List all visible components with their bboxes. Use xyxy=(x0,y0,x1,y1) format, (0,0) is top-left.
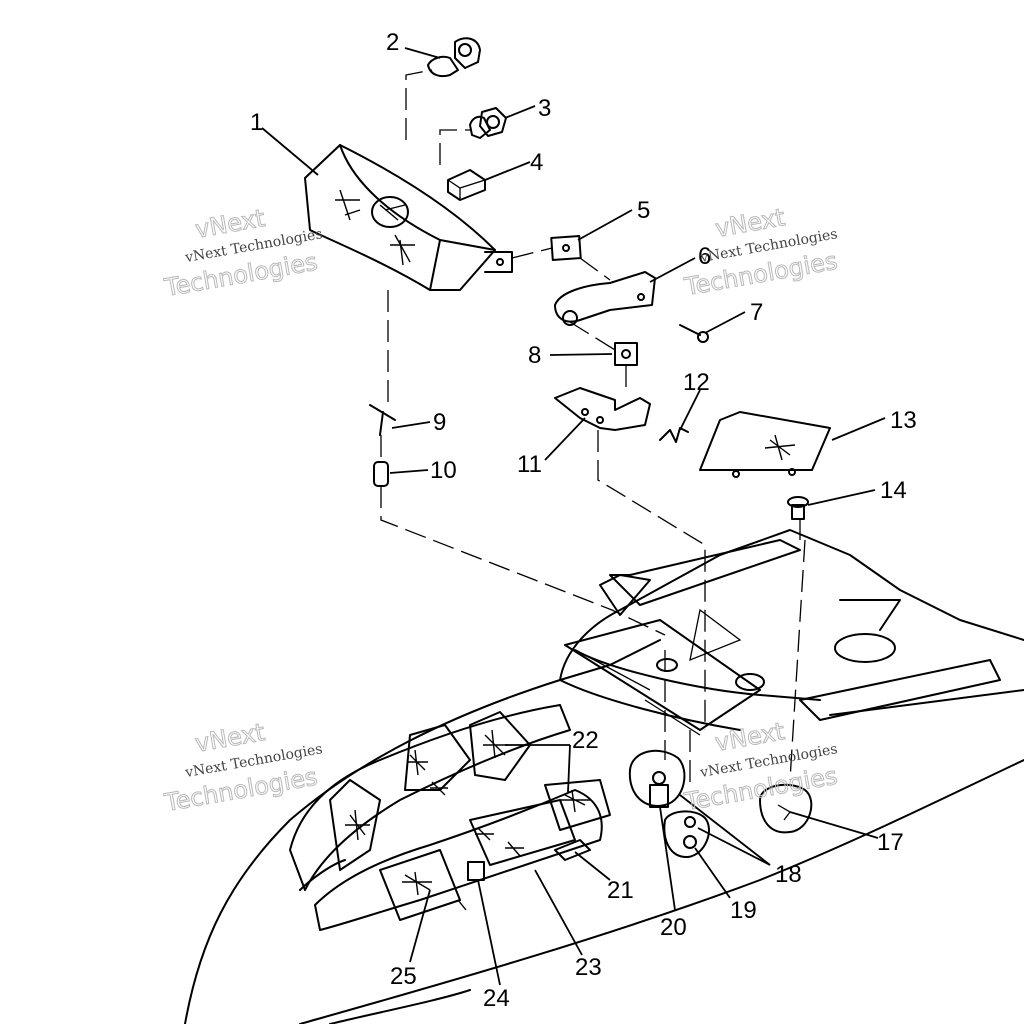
mount-plate-18 xyxy=(628,749,686,807)
watermark-top-left: vNext Technologies vNext Technologies xyxy=(161,204,323,303)
callout-13: 13 xyxy=(890,407,917,434)
callout-24: 24 xyxy=(483,985,510,1012)
watermark-bottom-right: vNext Technologies vNext Technologies xyxy=(681,717,840,817)
connector xyxy=(447,169,486,201)
fitting xyxy=(649,771,669,808)
callout-22: 22 xyxy=(572,727,599,754)
clip xyxy=(659,427,689,443)
lens xyxy=(699,411,831,478)
gasket xyxy=(550,235,582,261)
callout-11: 11 xyxy=(517,451,542,478)
callout-7: 7 xyxy=(750,299,763,326)
screw xyxy=(679,324,709,343)
assembly-lines xyxy=(380,69,806,790)
callout-14: 14 xyxy=(880,477,907,504)
callout-2: 2 xyxy=(386,29,399,56)
dash-markings xyxy=(345,729,590,911)
nut xyxy=(683,835,697,849)
mount-plate-17 xyxy=(759,783,813,834)
switch-24 xyxy=(467,861,485,881)
callout-21: 21 xyxy=(607,877,634,904)
callout-5: 5 xyxy=(637,197,650,224)
mounting-bracket xyxy=(554,271,656,326)
callout-9: 9 xyxy=(433,409,446,436)
grommet xyxy=(373,461,389,487)
callout-8: 8 xyxy=(528,342,541,369)
callout-10: 10 xyxy=(430,457,457,484)
callout-19: 19 xyxy=(730,897,757,924)
callout-23: 23 xyxy=(575,954,602,981)
callout-6: 6 xyxy=(698,243,711,270)
callout-18: 18 xyxy=(775,861,802,888)
callout-numbers: 1 2 3 4 5 6 7 8 9 10 11 12 13 14 17 18 1… xyxy=(250,29,917,1012)
watermark: vNext Technologies vNext Technologies vN… xyxy=(161,203,840,818)
callout-4: 4 xyxy=(530,149,543,176)
bulb xyxy=(469,107,507,139)
clip-21 xyxy=(554,839,591,861)
dash-console xyxy=(289,704,611,931)
headlight-housing xyxy=(304,144,513,291)
bolt xyxy=(787,496,809,520)
washer xyxy=(614,342,638,366)
hood-body xyxy=(184,529,1024,1024)
pin xyxy=(369,404,396,436)
support-bracket xyxy=(554,387,651,431)
bulb-socket xyxy=(427,37,481,78)
watermark-bottom-left: vNext Technologies vNext Technologies xyxy=(161,718,323,818)
callout-3: 3 xyxy=(538,95,551,122)
callout-1: 1 xyxy=(250,109,263,136)
callout-25: 25 xyxy=(390,963,417,990)
callout-17: 17 xyxy=(877,829,904,856)
leader-lines xyxy=(261,47,886,986)
callout-20: 20 xyxy=(660,914,687,941)
callout-12: 12 xyxy=(683,369,710,396)
